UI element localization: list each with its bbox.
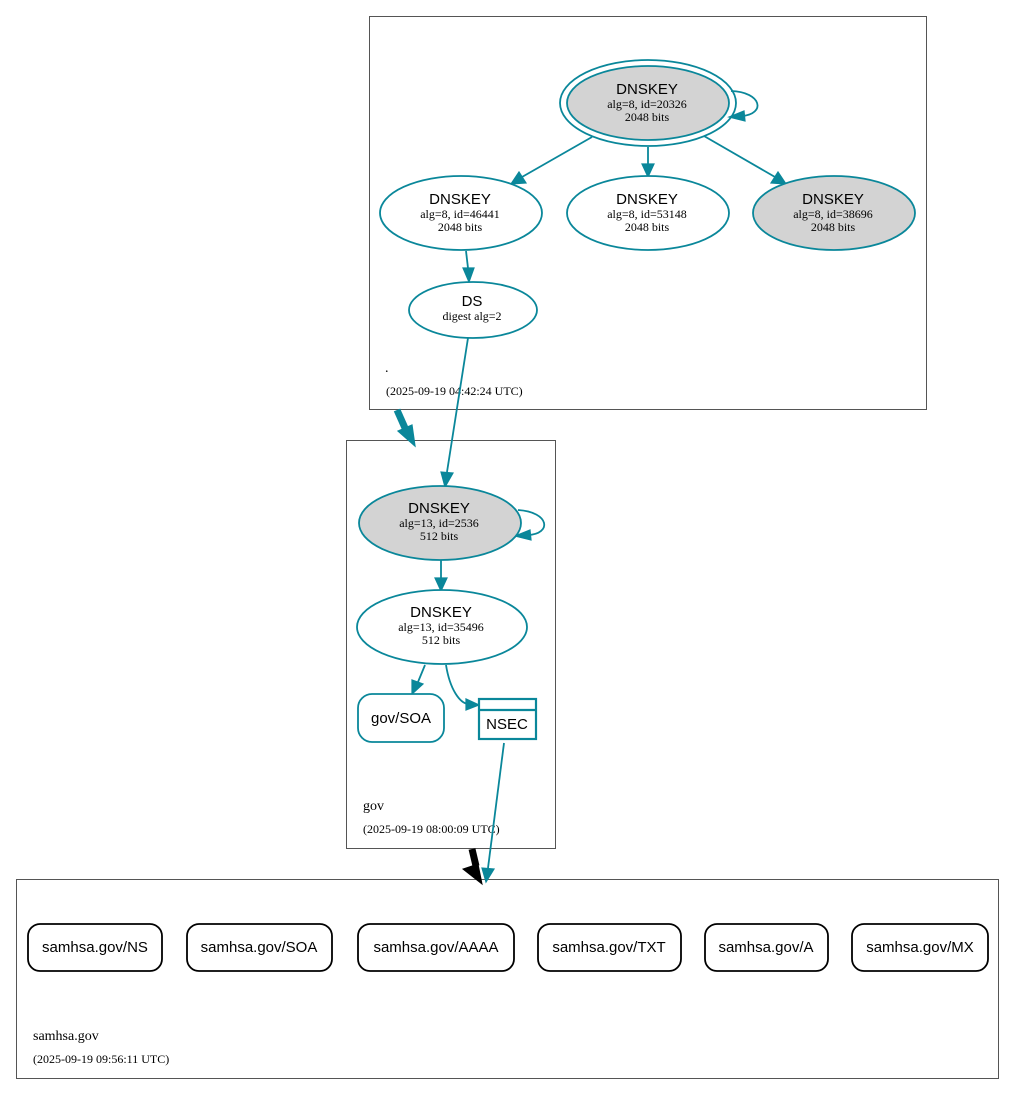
zone-root: . (2025-09-19 04:42:24 UTC)	[369, 16, 927, 410]
edge-gov-zsk-to-soa	[417, 664, 426, 683]
record-ns-label: samhsa.gov/NS	[42, 939, 148, 956]
node-ds-digest: digest alg=2	[442, 309, 501, 323]
node-root-zsk2-id: alg=8, id=53148	[607, 207, 687, 221]
zone-root-box	[369, 16, 927, 410]
zone-samhsa-box	[16, 879, 999, 1079]
edge-delegation-root-gov	[393, 408, 409, 430]
node-root-zsk1-bits: 2048 bits	[438, 220, 483, 234]
arrowhead-root-ksk2	[769, 170, 788, 185]
node-gov-ksk-title: DNSKEY	[408, 500, 470, 517]
node-gov-zsk-bits: 512 bits	[422, 633, 461, 647]
record-a-label: samhsa.gov/A	[718, 939, 813, 956]
zone-gov-box	[346, 440, 556, 849]
record-samhsa-mx: samhsa.gov/MX	[851, 923, 989, 972]
edge-delegation-gov-samhsa	[468, 848, 480, 867]
node-root-ksk-title: DNSKEY	[616, 81, 678, 98]
node-gov-ksk-bits: 512 bits	[420, 529, 459, 543]
arrowhead-delegation-gov	[396, 424, 416, 448]
node-gov-soa: gov/SOA	[357, 693, 445, 743]
edge-root-ksk-to-zsk1	[521, 136, 593, 178]
arrowhead-delegation-samhsa	[461, 863, 483, 886]
node-gov-zsk-35496: DNSKEY alg=13, id=35496 512 bits	[356, 589, 528, 665]
zone-gov-timestamp: (2025-09-19 08:00:09 UTC)	[363, 822, 500, 836]
zone-samhsa-name: samhsa.gov	[33, 1029, 99, 1044]
node-root-ksk-id: alg=8, id=20326	[607, 97, 687, 111]
arrowhead-gov-soa	[411, 679, 425, 696]
record-samhsa-txt: samhsa.gov/TXT	[537, 923, 682, 972]
node-ds-title: DS	[462, 293, 483, 310]
arrowhead-gov-ksk-self	[513, 529, 532, 541]
edge-nsec-to-samhsa	[487, 742, 505, 869]
node-gov-zsk-title: DNSKEY	[410, 604, 472, 621]
zone-gov: gov (2025-09-19 08:00:09 UTC)	[346, 440, 556, 849]
arrowhead-ds	[462, 267, 475, 284]
edge-ds-to-gov-ksk	[446, 337, 469, 473]
zone-root-timestamp: (2025-09-19 04:42:24 UTC)	[386, 384, 523, 398]
node-gov-nsec-label: NSEC	[486, 716, 528, 733]
zone-gov-name: gov	[363, 799, 384, 814]
node-gov-nsec: NSEC	[477, 697, 538, 741]
node-root-zsk1-id: alg=8, id=46441	[420, 207, 500, 221]
node-root-ksk-bits: 2048 bits	[625, 110, 670, 124]
arrowhead-gov-ksk	[440, 471, 454, 489]
record-samhsa-soa: samhsa.gov/SOA	[186, 923, 333, 972]
arrowhead-nsec	[465, 698, 481, 711]
record-samhsa-aaaa: samhsa.gov/AAAA	[357, 923, 515, 972]
node-gov-ksk-id: alg=13, id=2536	[399, 516, 479, 530]
node-root-zsk-53148: DNSKEY alg=8, id=53148 2048 bits	[566, 175, 730, 251]
zone-root-name: .	[385, 361, 389, 376]
node-root-ksk2-title: DNSKEY	[802, 191, 864, 208]
node-root-zsk2-bits: 2048 bits	[625, 220, 670, 234]
node-root-ds: DS digest alg=2	[408, 281, 538, 339]
edges	[393, 90, 788, 886]
node-root-ksk2-bits: 2048 bits	[811, 220, 856, 234]
samhsa-records: samhsa.gov/NS samhsa.gov/SOA samhsa.gov/…	[27, 923, 989, 972]
edge-gov-zsk-to-nsec	[445, 664, 469, 705]
record-samhsa-a: samhsa.gov/A	[704, 923, 829, 972]
record-mx-label: samhsa.gov/MX	[866, 939, 974, 956]
node-root-ksk2-id: alg=8, id=38696	[793, 207, 873, 221]
edge-root-ksk-self	[730, 90, 759, 117]
arrowhead-samhsa	[481, 867, 496, 884]
zone-samhsa: samhsa.gov (2025-09-19 09:56:11 UTC)	[16, 879, 999, 1079]
node-gov-soa-label: gov/SOA	[371, 710, 431, 727]
node-root-zsk1-title: DNSKEY	[429, 191, 491, 208]
edge-root-ksk-to-ksk2	[703, 135, 776, 178]
node-root-ksk-38696: DNSKEY alg=8, id=38696 2048 bits	[752, 175, 916, 251]
record-aaaa-label: samhsa.gov/AAAA	[373, 939, 498, 956]
node-root-zsk2-title: DNSKEY	[616, 191, 678, 208]
zone-samhsa-timestamp: (2025-09-19 09:56:11 UTC)	[33, 1052, 169, 1066]
node-root-ksk: DNSKEY alg=8, id=20326 2048 bits	[559, 59, 737, 147]
record-samhsa-ns: samhsa.gov/NS	[27, 923, 163, 972]
record-soa-label: samhsa.gov/SOA	[201, 939, 318, 956]
record-txt-label: samhsa.gov/TXT	[552, 939, 665, 956]
arrowhead-root-zsk2	[641, 163, 655, 179]
edge-zsk1-to-ds	[465, 250, 469, 269]
node-gov-ksk-2536: DNSKEY alg=13, id=2536 512 bits	[358, 485, 522, 561]
arrowhead-root-ksk-self	[727, 110, 746, 122]
arrowhead-gov-zsk	[434, 577, 448, 593]
node-root-zsk-46441: DNSKEY alg=8, id=46441 2048 bits	[379, 175, 543, 251]
edge-gov-ksk-self	[517, 509, 546, 536]
node-gov-zsk-id: alg=13, id=35496	[398, 620, 484, 634]
arrowhead-root-zsk1	[509, 170, 528, 185]
